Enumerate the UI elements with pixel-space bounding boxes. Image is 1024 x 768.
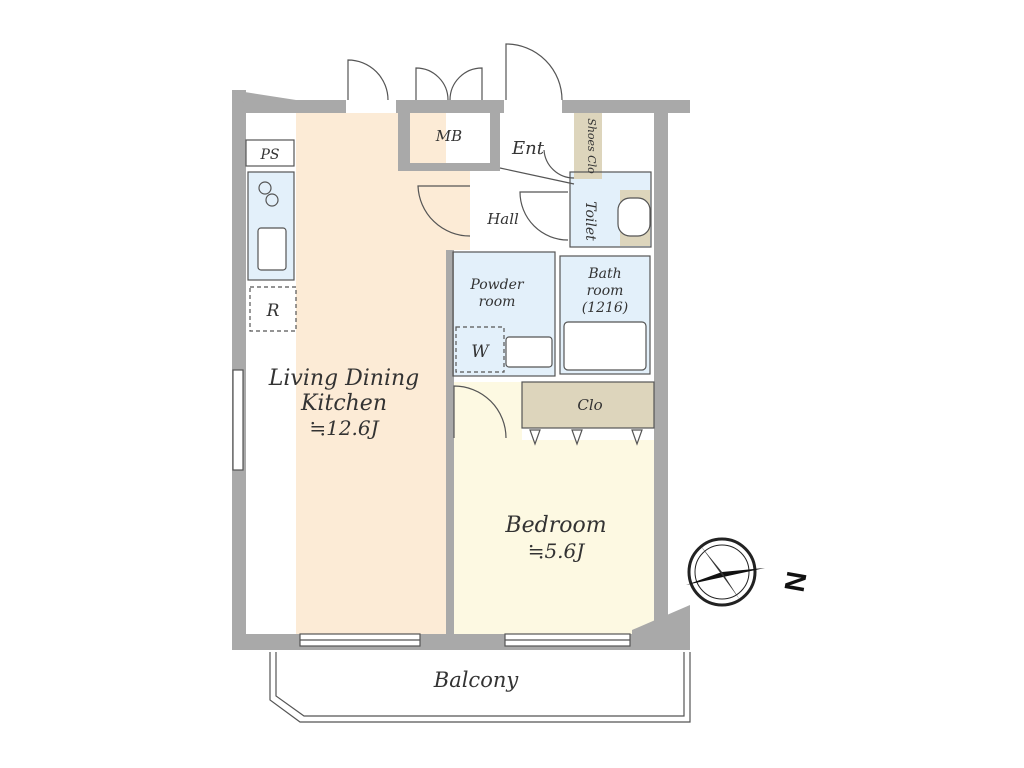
door-north-1 [347, 59, 389, 101]
wall-east [654, 113, 668, 630]
ldk-size: ≒12.6J [309, 416, 379, 440]
window-west [232, 369, 244, 471]
door-entrance [505, 43, 563, 101]
closet-area [522, 382, 654, 428]
wall-north-right [562, 100, 690, 113]
powder-sink [505, 336, 553, 368]
ps-label: PS [259, 147, 279, 163]
wall-mb-east [490, 113, 500, 171]
powder-label-line2: room [479, 294, 516, 310]
bedroom-area [452, 440, 654, 634]
shoes-closet-area [574, 113, 602, 179]
toilet-border [569, 171, 652, 248]
mb-label: MB [435, 127, 462, 145]
toilet-bowl [617, 197, 651, 237]
hall-label: Hall [486, 210, 519, 228]
stove-burner-2 [265, 193, 279, 207]
wall-north-mb [396, 100, 504, 113]
door-hall [417, 185, 471, 237]
bath-label-line3: (1216) [582, 300, 629, 316]
toilet-label: Toilet [582, 201, 598, 241]
doors [347, 43, 575, 439]
bedroom-entry-area [452, 382, 522, 442]
door-bedroom [453, 385, 507, 439]
bedroom-size: ≒5.6J [528, 539, 586, 563]
washer-label: W [471, 342, 490, 362]
compass-north-label: N [778, 569, 812, 594]
bathroom-border [559, 255, 651, 375]
powder-room-border [452, 251, 556, 377]
balcony-rail-inner [275, 652, 685, 717]
room-labels: Living Dining Kitchen ≒12.6J Bedroom ≒5.… [268, 118, 629, 563]
wall-core-west [446, 250, 454, 384]
washer-space [455, 326, 505, 373]
closet-border [521, 381, 655, 429]
ps-box [245, 139, 295, 167]
fridge-label: R [266, 301, 280, 321]
stove-burner-1 [258, 181, 272, 195]
ldk-label-line1: Living Dining [268, 366, 420, 391]
wall-mb-south [398, 163, 500, 171]
room-fills [296, 113, 654, 634]
balcony: Balcony [269, 652, 691, 723]
fixtures: PS R W [245, 139, 655, 446]
shoes-clo-label: Shoes Clo [585, 118, 598, 174]
fridge-space [249, 286, 297, 332]
closet-label: Clo [577, 396, 602, 414]
living-dining-kitchen-area-upper [296, 113, 470, 260]
powder-label-line1: Powder [469, 277, 525, 293]
bath-label-line2: room [587, 283, 624, 299]
wall-mb-west [398, 113, 410, 171]
door-toilet [519, 191, 569, 241]
ldk-label-line2: Kitchen [300, 391, 387, 416]
compass: N [686, 537, 812, 607]
balcony-label: Balcony [433, 668, 520, 692]
bath-label-line1: Bath [587, 266, 621, 282]
balcony-rail-outer [269, 652, 691, 723]
bedroom-label: Bedroom [504, 513, 606, 538]
wall-north-left [246, 100, 346, 113]
windows [232, 369, 631, 647]
ent-label: Ent [511, 138, 545, 159]
door-mb-right [449, 67, 483, 101]
wall-bedroom-west [446, 384, 454, 634]
door-mb-left [415, 67, 449, 101]
bathtub [563, 321, 647, 371]
kitchen-sink [257, 227, 287, 271]
compass-needle [686, 568, 765, 585]
